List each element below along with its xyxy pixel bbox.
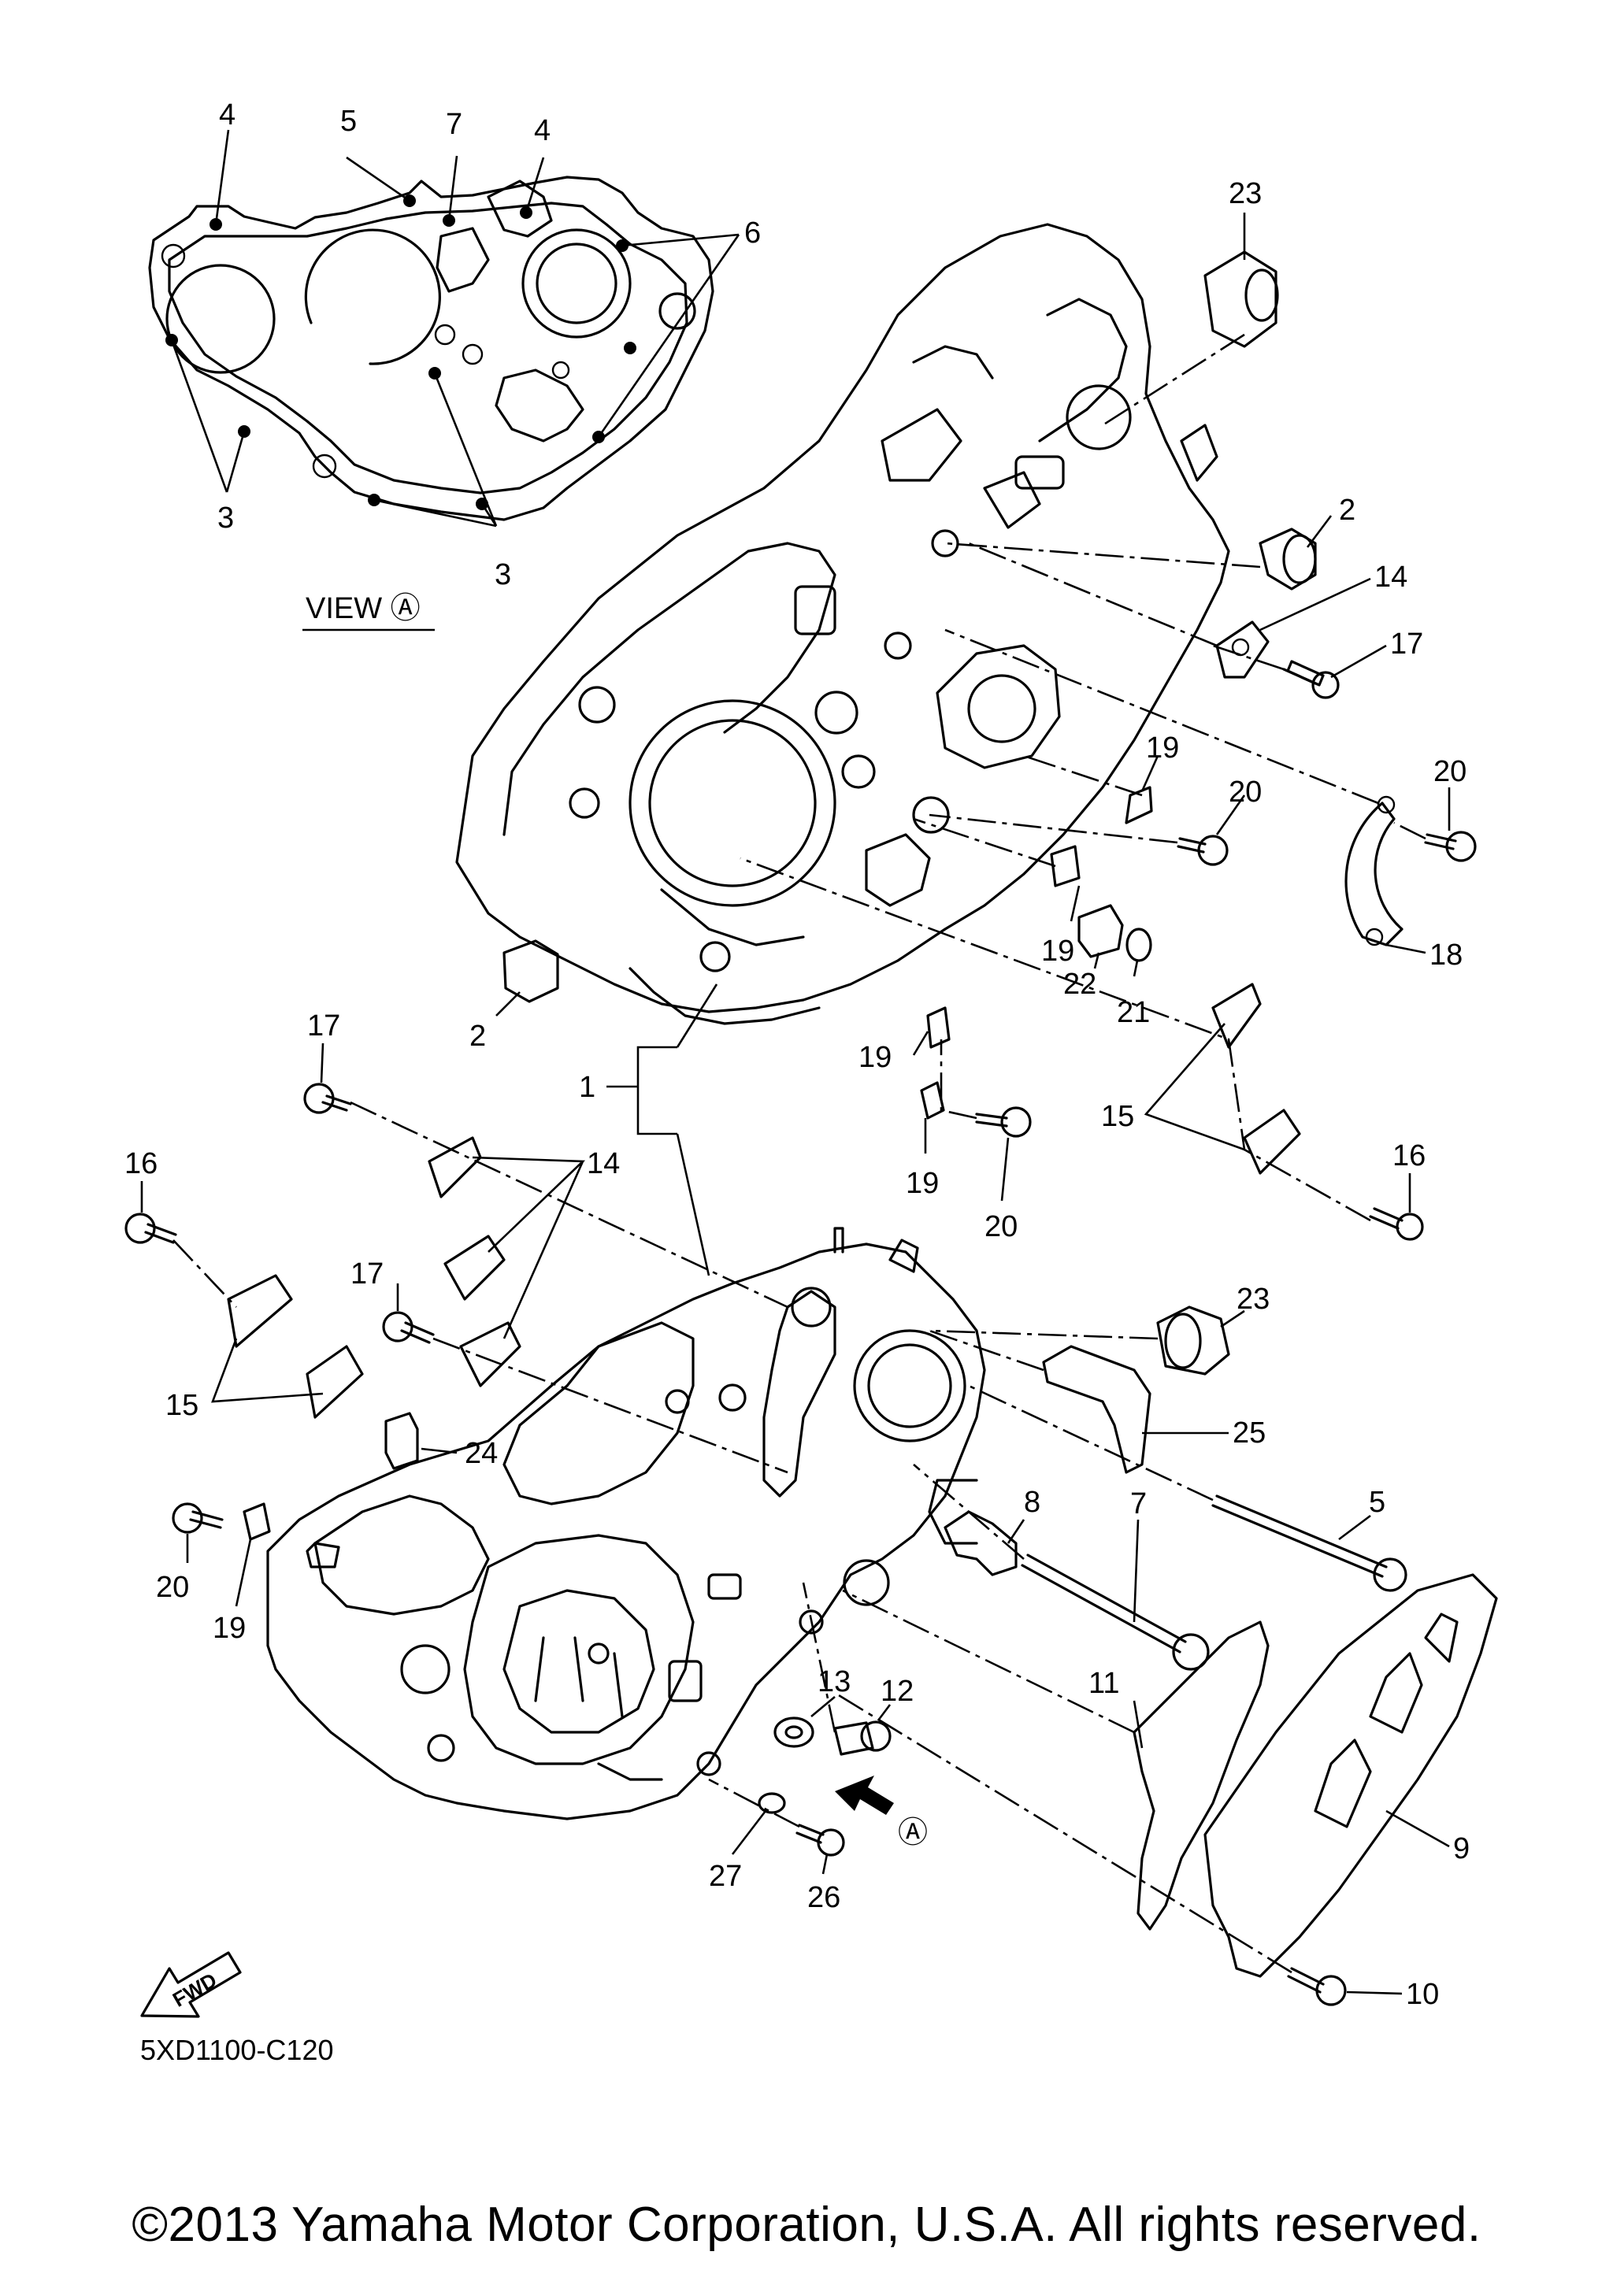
callout-6: 6 (744, 217, 761, 250)
alignment-lines (172, 333, 1426, 1974)
callout-19: 19 (1041, 935, 1074, 968)
callout-15: 15 (1101, 1100, 1134, 1133)
callout-19: 19 (213, 1612, 246, 1645)
callout-19: 19 (1146, 731, 1179, 765)
callout-14: 14 (587, 1147, 620, 1180)
callout-5: 5 (340, 105, 357, 138)
right-crankcase-half (455, 223, 1230, 1025)
callout-13: 13 (818, 1665, 851, 1698)
callout-16: 16 (1392, 1139, 1426, 1172)
callout-15: 15 (165, 1389, 198, 1422)
callout-leaders (140, 213, 1451, 1995)
callout-18: 18 (1429, 939, 1463, 972)
callout-17: 17 (307, 1009, 340, 1042)
callout-11: 11 (1088, 1667, 1119, 1700)
callout-7: 7 (446, 108, 462, 141)
diagram-code: 5XD1100-C120 (140, 2034, 334, 2066)
callout-20: 20 (1229, 776, 1262, 809)
callout-8: 8 (1024, 1486, 1040, 1519)
callout-19: 19 (906, 1167, 939, 1200)
fwd-label: FWD (169, 1968, 221, 2012)
callout-5: 5 (1369, 1486, 1385, 1519)
callout-27: 27 (709, 1860, 742, 1893)
callout-23: 23 (1237, 1283, 1270, 1316)
view-a-label: VIEW Ⓐ (306, 592, 421, 625)
callout-10: 10 (1406, 1978, 1439, 2011)
callout-4: 4 (534, 114, 551, 147)
callout-25: 25 (1233, 1416, 1266, 1450)
callout-1: 1 (579, 1071, 595, 1104)
callout-numbers: 23 2 14 17 20 20 19 18 19 22 21 2 1 19 1… (124, 177, 1470, 2011)
callout-26: 26 (807, 1881, 840, 1914)
callout-2: 2 (469, 1020, 486, 1053)
callout-20: 20 (984, 1210, 1018, 1243)
callout-3: 3 (217, 502, 234, 535)
callout-19: 19 (858, 1041, 892, 1074)
small-parts: Ⓐ FWD (124, 250, 1498, 2018)
view-a-crankcase-gasket: 4 5 7 4 6 3 3 VIEW Ⓐ (148, 98, 761, 631)
callout-3: 3 (495, 558, 511, 591)
callout-21: 21 (1117, 996, 1150, 1029)
callout-4: 4 (219, 98, 235, 131)
callout-17: 17 (350, 1257, 384, 1291)
callout-22: 22 (1063, 968, 1096, 1001)
callout-9: 9 (1453, 1832, 1470, 1865)
callout-20: 20 (156, 1571, 189, 1604)
callout-2: 2 (1339, 494, 1355, 527)
copyright-notice: ©2013 Yamaha Motor Corporation, U.S.A. A… (132, 2198, 1481, 2252)
callout-20: 20 (1433, 755, 1467, 788)
view-a-arrow-label: Ⓐ (898, 1816, 928, 1850)
left-crankcase-half (266, 1227, 986, 1820)
callout-24: 24 (465, 1437, 498, 1470)
callout-14: 14 (1374, 561, 1407, 594)
callout-7: 7 (1130, 1487, 1147, 1520)
callout-12: 12 (881, 1675, 914, 1708)
callout-23: 23 (1229, 177, 1262, 210)
callout-16: 16 (124, 1147, 158, 1180)
callout-17: 17 (1390, 628, 1423, 661)
